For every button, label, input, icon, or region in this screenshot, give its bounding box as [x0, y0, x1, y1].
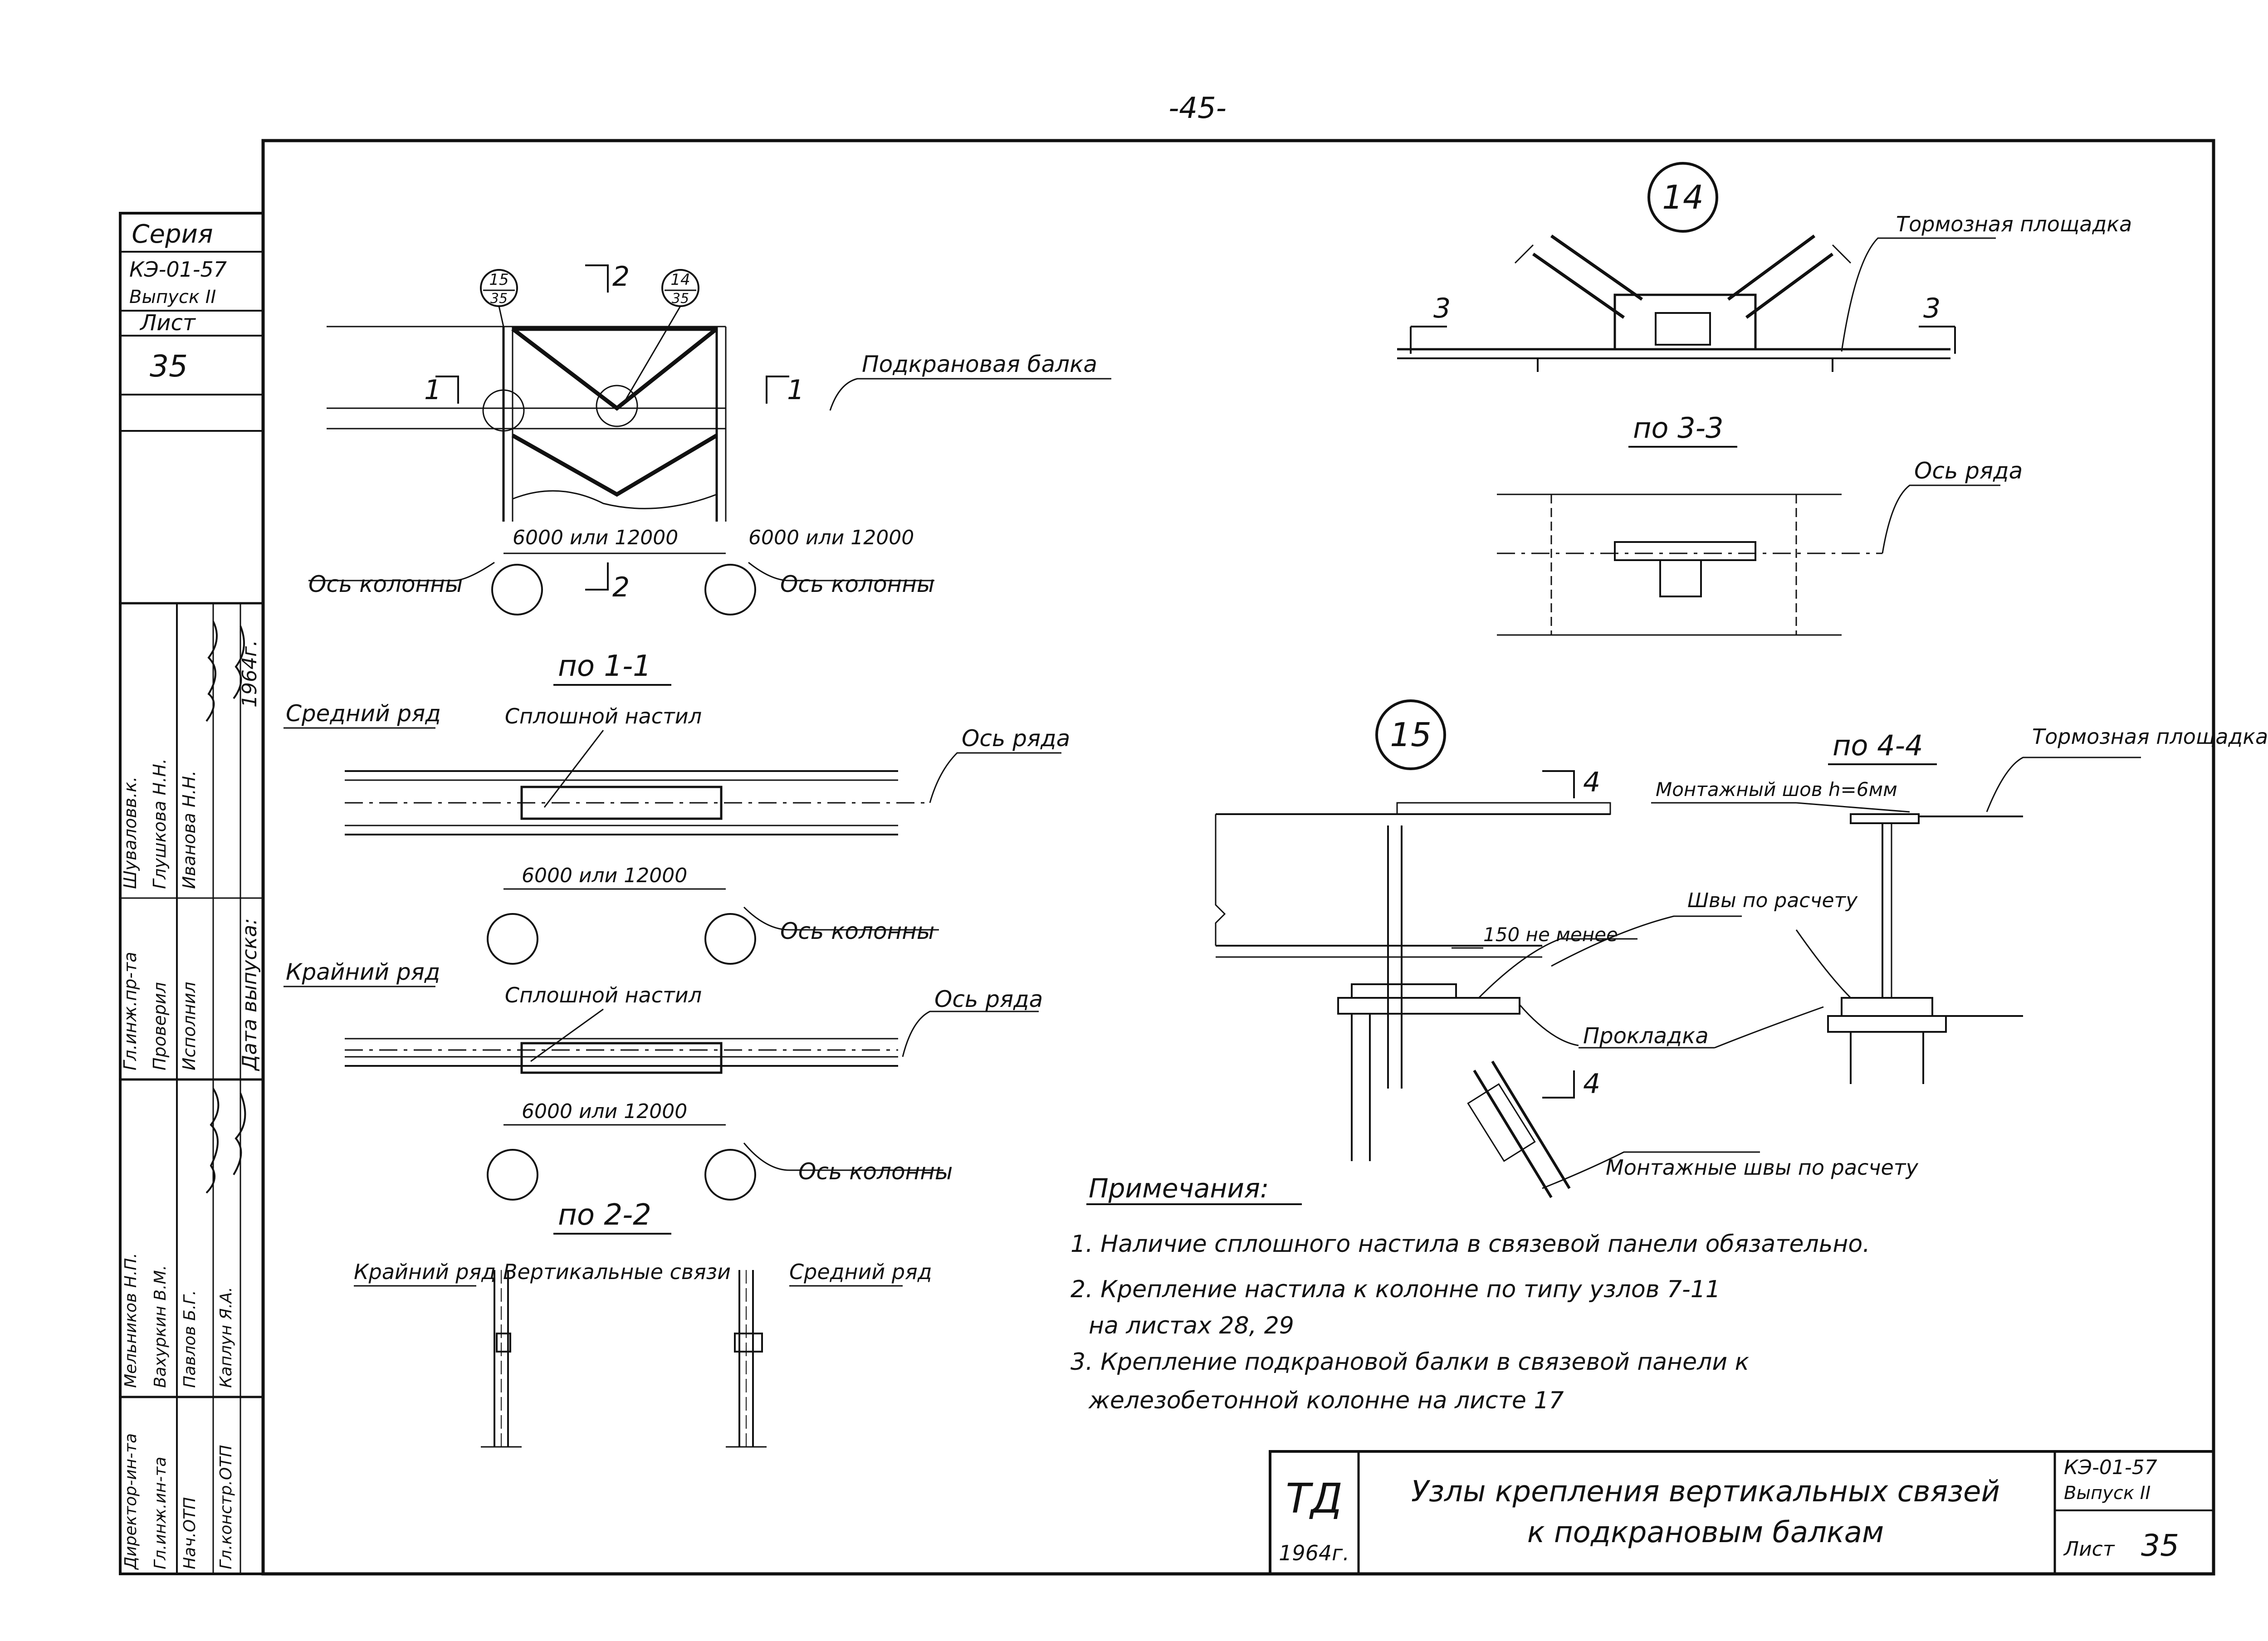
node-15-cut-top: 4: [1583, 767, 1600, 798]
axis-left-label: Ось колонны: [308, 571, 463, 597]
note-3-continued: железобетонной колонне на листе 17: [1088, 1387, 1564, 1414]
stamp-name-3: Иванова Н.Н.: [179, 771, 199, 889]
node-15-site-weld: Монтажный шов h=6мм: [1656, 778, 1897, 801]
section-2-2-middle: Вертикальные связи: [503, 1260, 731, 1284]
node-14-number: 14: [1662, 178, 1704, 216]
stamp-role-3: Исполнил: [179, 982, 199, 1070]
stamp-name-7: Каплун Я.А.: [217, 1287, 235, 1388]
beam-label: Подкрановая балка: [862, 351, 1097, 377]
edge-deck-label: Сплошной настил: [505, 983, 702, 1007]
node-15-calc-welds: Швы по расчету: [1687, 889, 1858, 912]
edge-row-label: Крайний ряд: [286, 959, 440, 985]
stamp-series-label: Серия: [132, 220, 213, 249]
cut-1-right: 1: [787, 374, 804, 406]
section-2-2-left: Крайний ряд: [354, 1260, 496, 1284]
section-2-2: по 2-2 Крайний ряд Вертикальные связи Ср…: [354, 1198, 932, 1448]
node-14-axis: Ось ряда: [1914, 458, 2023, 484]
node-15-section-title: по 4-4: [1833, 729, 1923, 762]
stamp-year: 1964г.: [238, 640, 261, 708]
stamp-series-code: КЭ-01-57: [129, 257, 227, 282]
middle-row-label: Средний ряд: [286, 700, 441, 727]
stamp-name-2: Глушкова Н.Н.: [150, 758, 170, 889]
section-2-2-right: Средний ряд: [789, 1260, 932, 1284]
node-14: 14 3 3 Тормозная площадка по 3-3 Ось ряд…: [1397, 162, 2132, 636]
middle-deck-label: Сплошной настил: [505, 704, 702, 728]
section-1-1-title: по 1-1: [558, 650, 651, 683]
note-1: 1. Наличие сплошного настила в связевой …: [1070, 1231, 1870, 1258]
page-number: -45-: [1168, 92, 1227, 125]
middle-dim: 6000 или 12000: [522, 864, 687, 887]
node-14-cut-left: 3: [1433, 293, 1451, 324]
notes: Примечания: 1. Наличие сплошного настила…: [1070, 1173, 1870, 1414]
stamp-release-date: Дата выпуска:: [238, 918, 261, 1071]
side-stamp: Серия КЭ-01-57 Выпуск II Лист 35 1964г. …: [120, 220, 263, 1574]
node-15-number: 15: [1390, 716, 1432, 754]
note-2-continued: на листах 28, 29: [1089, 1312, 1294, 1339]
dim-right: 6000 или 12000: [748, 526, 914, 549]
notes-title: Примечания:: [1089, 1173, 1269, 1204]
callout-15-number: 15: [489, 271, 508, 289]
stamp-name-6: Павлов Б.Г.: [181, 1290, 199, 1388]
callout-14-number: 14: [670, 271, 690, 289]
node-14-platform: Тормозная площадка: [1896, 212, 2132, 236]
axis-right-label: Ось колонны: [780, 571, 934, 597]
node-15: 15 4 4 150 не менее Прокладка Монтажные …: [1215, 699, 2268, 1198]
stamp-role-1: Гл.инж.пр-та: [120, 952, 140, 1071]
drawing-title-line1: Узлы крепления вертикальных связей: [1411, 1475, 2000, 1509]
stamp-role-6: Нач.ОТП: [181, 1497, 199, 1569]
callout-14-sheet: 35: [672, 291, 689, 307]
sheet-frame: [119, 139, 2215, 1576]
stamp-name-1: Шуваловв.к.: [120, 777, 140, 889]
stamp-name-4: Мельников Н.П.: [122, 1253, 140, 1388]
title-org: ТД: [1286, 1475, 1342, 1523]
middle-column-axis: Ось колонны: [780, 918, 934, 944]
signature-scribble: [205, 621, 246, 1194]
note-2: 2. Крепление настила к колонне по типу у…: [1070, 1276, 1721, 1303]
drawing-title-line2: к подкрановым балкам: [1527, 1516, 1884, 1549]
section-1-1: по 1-1 Средний ряд Сплошной настил Ось р…: [284, 650, 1070, 1201]
callout-15-sheet: 35: [490, 291, 508, 307]
cut-2-bottom: 2: [612, 571, 630, 603]
stamp-role-4: Директор-ин-та: [122, 1433, 140, 1570]
stamp-role-2: Проверил: [150, 982, 170, 1070]
edge-column-axis: Ось колонны: [798, 1158, 953, 1185]
title-block: ТД 1964г. Узлы крепления вертикальных св…: [1269, 1450, 2215, 1575]
title-sheet-label: Лист: [2063, 1538, 2115, 1561]
cut-1-left: 1: [424, 374, 441, 406]
title-year: 1964г.: [1279, 1541, 1349, 1565]
dim-left: 6000 или 12000: [513, 526, 678, 549]
title-sheet-number: 35: [2141, 1528, 2179, 1563]
node-15-platform: Тормозная площадка: [2032, 724, 2268, 749]
node-15-site-welds: Монтажные швы по расчету: [1606, 1155, 1919, 1180]
node-14-cut-right: 3: [1923, 293, 1941, 324]
stamp-role-7: Гл.констр.ОТП: [217, 1445, 235, 1569]
edge-dim: 6000 или 12000: [522, 1100, 687, 1123]
node-15-shim: Прокладка: [1583, 1023, 1709, 1049]
section-2-2-title: по 2-2: [558, 1198, 651, 1232]
node-15-min150: 150 не менее: [1483, 923, 1618, 946]
stamp-sheet-number: 35: [150, 349, 188, 384]
edge-axis-label: Ось ряда: [934, 986, 1043, 1012]
node-15-cut-bottom: 4: [1583, 1068, 1600, 1100]
node-14-section-title: по 3-3: [1633, 411, 1723, 444]
stamp-sheet-label: Лист: [139, 310, 196, 336]
stamp-issue: Выпуск II: [129, 287, 216, 308]
middle-axis-label: Ось ряда: [962, 725, 1070, 752]
title-series-code: КЭ-01-57: [2064, 1456, 2157, 1479]
bracing-elevation: 15 35 14 35 1 1 2 2 Подкрановая балка 60…: [308, 261, 1111, 615]
note-3: 3. Крепление подкрановой балки в связево…: [1070, 1348, 1750, 1376]
stamp-name-5: Вахуркин В.М.: [151, 1265, 170, 1388]
cut-2-top: 2: [612, 261, 630, 293]
stamp-role-5: Гл.инж.ин-та: [151, 1457, 170, 1569]
title-issue: Выпуск II: [2064, 1483, 2151, 1504]
